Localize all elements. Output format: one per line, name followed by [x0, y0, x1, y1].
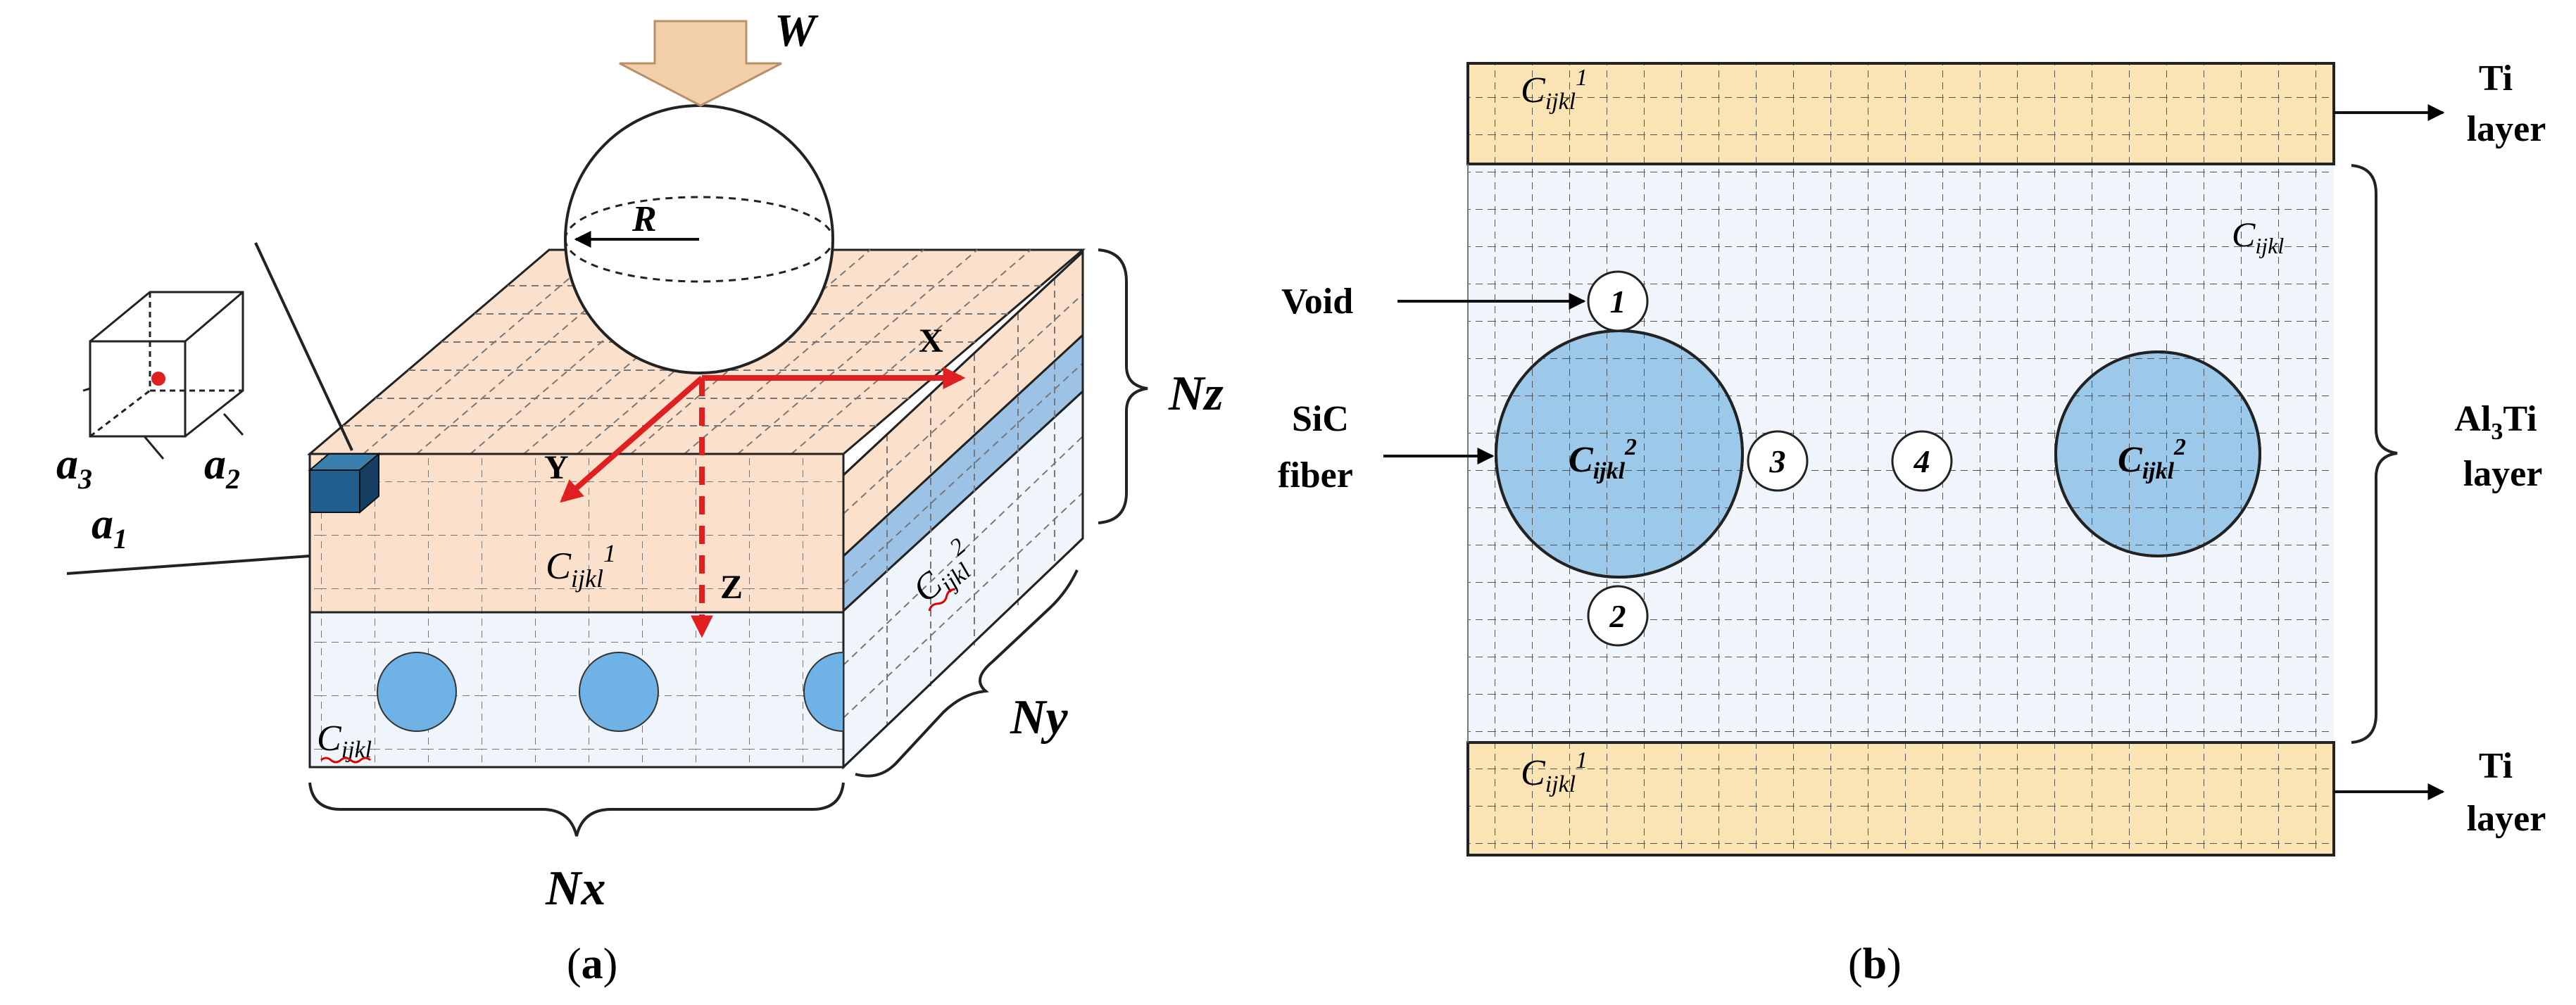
- ti-bottom-right-2: layer: [2467, 799, 2546, 839]
- block-front-face: [308, 453, 845, 769]
- svg-text:3: 3: [1769, 443, 1786, 479]
- caption-a: (a): [567, 940, 617, 988]
- dim-ny-label: Ny: [1010, 690, 1069, 745]
- ti-top-right-2: layer: [2467, 109, 2546, 149]
- sic-label-2: fiber: [1278, 455, 1353, 495]
- matrix-label-b: Cijkl: [2232, 215, 2284, 258]
- axis-y-label: Y: [544, 449, 569, 486]
- block-right-face: [842, 249, 1084, 770]
- brace-nx: [308, 782, 845, 837]
- point-2: 2: [1587, 585, 1649, 647]
- radius-label: R: [632, 199, 657, 239]
- fiber-cross-section: [579, 652, 659, 732]
- ti-top-right-1: Ti: [2479, 58, 2513, 99]
- top-layer-label: Cijkl1: [546, 539, 616, 593]
- fiber-cross-section: [377, 652, 457, 732]
- void-label: Void: [1281, 282, 1353, 322]
- axis-x-label: X: [919, 322, 943, 360]
- sphere-indenter: [564, 104, 834, 374]
- axes: [560, 367, 966, 638]
- small-element-cube: [308, 452, 381, 514]
- caption-b: (b): [1848, 940, 1902, 988]
- brace-nz: [1098, 248, 1148, 524]
- unit-cell-node: [151, 372, 165, 386]
- ti-top-label: Cijkl1: [1521, 65, 1588, 115]
- point-3: 3: [1747, 430, 1809, 492]
- panel-b: 1 2 3 4 Cijkl1 Cijkl1 Cijkl Cijkl2 Cijkl…: [1278, 58, 2546, 988]
- svg-text:1: 1: [1610, 284, 1626, 320]
- dim-nz-label: Nz: [1168, 367, 1224, 421]
- fiber-cross-section: [803, 651, 844, 733]
- panel-a: a3 a1 a2 R W X Y Z Cijkl1 Cijkl2 Cijkl: [56, 5, 1224, 988]
- brace-al3ti: [2351, 164, 2398, 744]
- ti-bottom-right-1: Ti: [2479, 746, 2513, 786]
- svg-text:4: 4: [1914, 443, 1930, 479]
- sic-label-1: SiC: [1292, 399, 1349, 439]
- al3ti-label-2: layer: [2463, 454, 2543, 494]
- brace-ny: [855, 569, 1079, 778]
- load-label: W: [774, 5, 819, 56]
- ti-bottom-label: Cijkl1: [1521, 747, 1588, 797]
- cell-label-a1: a1: [92, 500, 127, 555]
- axis-z-label: Z: [720, 569, 743, 606]
- cell-label-a2: a2: [204, 441, 240, 495]
- unit-cell-cube: [82, 291, 244, 460]
- point-1: 1: [1587, 270, 1649, 332]
- matrix-label: Cijkl: [317, 719, 372, 763]
- fiber-left-label: Cijkl2: [1569, 434, 1637, 484]
- load-arrow: [619, 20, 782, 107]
- point-4: 4: [1891, 430, 1953, 492]
- fiber-right-label: Cijkl2: [2118, 434, 2186, 484]
- svg-text:2: 2: [1609, 598, 1626, 634]
- cell-label-a3: a3: [56, 441, 92, 495]
- al3ti-label-1: Al3Ti: [2454, 399, 2537, 445]
- dim-nx-label: Nx: [545, 861, 606, 916]
